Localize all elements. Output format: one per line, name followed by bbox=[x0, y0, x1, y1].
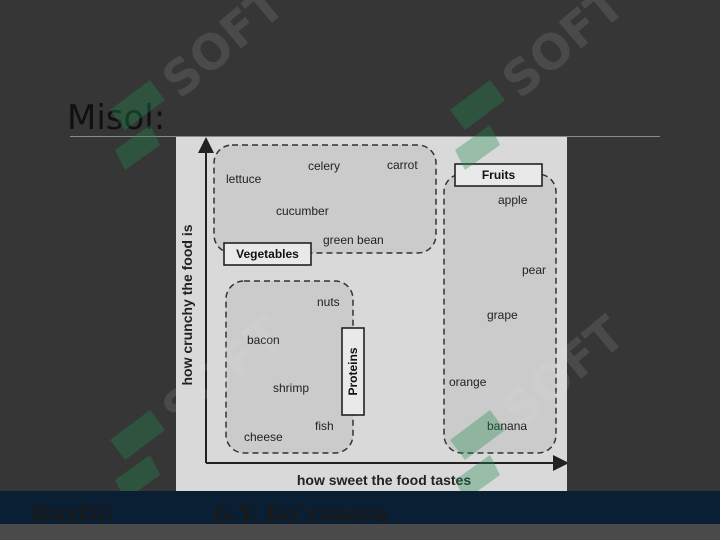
item-cucumber: cucumber bbox=[276, 204, 329, 218]
vegetables-label-box bbox=[223, 242, 312, 266]
fruits-label: Fruits bbox=[482, 168, 516, 182]
item-fish: fish bbox=[315, 419, 334, 433]
footer-institution: BuxDU bbox=[32, 501, 115, 526]
title-divider bbox=[70, 136, 660, 137]
item-cheese: cheese bbox=[244, 430, 283, 444]
fruits-cluster bbox=[443, 173, 557, 454]
svg-text:SOFT: SOFT bbox=[492, 0, 636, 109]
bottom-strip bbox=[0, 524, 720, 540]
footer-author: G.Y. Bo`ronova bbox=[214, 501, 388, 526]
item-green-bean: green bean bbox=[323, 233, 384, 247]
item-lettuce: lettuce bbox=[226, 172, 262, 186]
item-pear: pear bbox=[522, 263, 546, 277]
vegetables-cluster bbox=[213, 144, 437, 254]
proteins-label-box bbox=[341, 327, 365, 416]
svg-text:SOFT: SOFT bbox=[152, 0, 296, 109]
slide-title: Misol: bbox=[67, 98, 166, 138]
item-shrimp: shrimp bbox=[273, 381, 309, 395]
footer-bar bbox=[0, 491, 720, 524]
item-nuts: nuts bbox=[317, 295, 340, 309]
item-apple: apple bbox=[498, 193, 528, 207]
item-banana: banana bbox=[487, 419, 527, 433]
vegetables-label: Vegetables bbox=[236, 247, 299, 261]
item-orange: orange bbox=[449, 375, 487, 389]
item-grape: grape bbox=[487, 308, 518, 322]
proteins-cluster bbox=[225, 280, 354, 454]
diagram-canvas: how crunchy the food is how sweet the fo… bbox=[179, 137, 567, 488]
item-carrot: carrot bbox=[387, 158, 418, 172]
item-celery: celery bbox=[308, 159, 340, 173]
food-cluster-diagram: how crunchy the food is how sweet the fo… bbox=[176, 137, 567, 491]
x-axis-label: how sweet the food tastes bbox=[297, 472, 471, 488]
fruits-label-box bbox=[454, 163, 543, 187]
proteins-label: Proteins bbox=[346, 347, 360, 395]
item-bacon: bacon bbox=[247, 333, 280, 347]
y-axis-label: how crunchy the food is bbox=[179, 224, 195, 385]
